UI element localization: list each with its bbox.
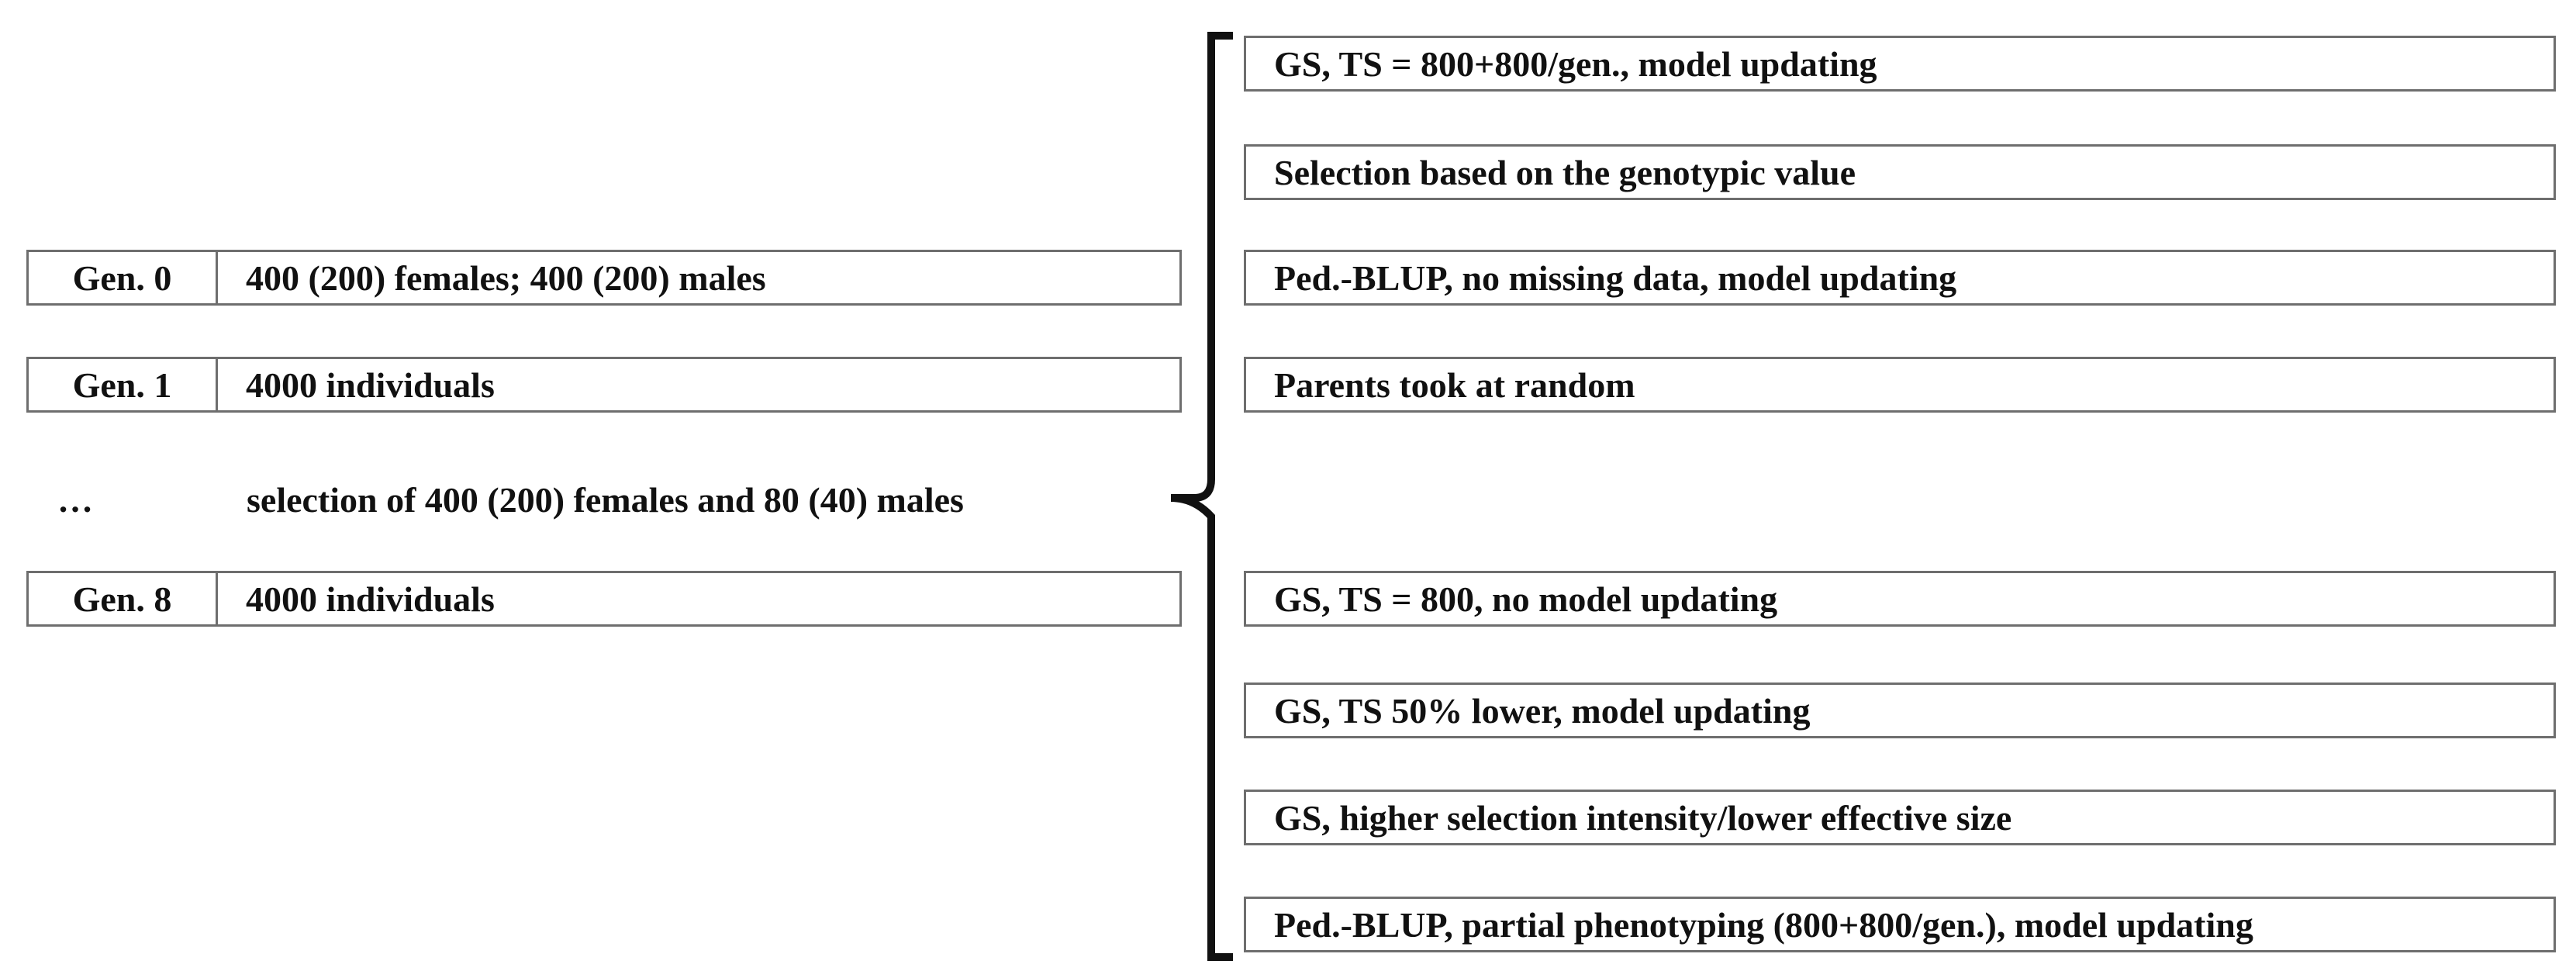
- gen-label: Gen. 1: [29, 359, 218, 410]
- gen-row-0: Gen. 0 400 (200) females; 400 (200) male…: [26, 250, 1182, 306]
- scenario-box: Selection based on the genotypic value: [1244, 144, 2556, 200]
- selection-text: selection of 400 (200) females and 80 (4…: [247, 480, 964, 520]
- gen-description: 4000 individuals: [246, 365, 495, 405]
- scenario-box: GS, higher selection intensity/lower eff…: [1244, 790, 2556, 845]
- scenario-box: GS, TS = 800, no model updating: [1244, 571, 2556, 627]
- gen-row-8: Gen. 8 4000 individuals: [26, 571, 1182, 627]
- scenario-box: Ped.-BLUP, no missing data, model updati…: [1244, 250, 2556, 306]
- ellipsis-marker: …: [57, 480, 93, 520]
- brace-path: [1170, 32, 1233, 961]
- gen-row-1: Gen. 1 4000 individuals: [26, 357, 1182, 413]
- gen-description: 400 (200) females; 400 (200) males: [246, 257, 766, 298]
- scenario-box: GS, TS = 800+800/gen., model updating: [1244, 36, 2556, 92]
- scenario-box: GS, TS 50% lower, model updating: [1244, 683, 2556, 738]
- gen-description: 4000 individuals: [246, 579, 495, 619]
- gen-label: Gen. 8: [29, 573, 218, 624]
- scenario-box: Parents took at random: [1244, 357, 2556, 413]
- scenario-box: Ped.-BLUP, partial phenotyping (800+800/…: [1244, 897, 2556, 952]
- gen-label: Gen. 0: [29, 252, 218, 303]
